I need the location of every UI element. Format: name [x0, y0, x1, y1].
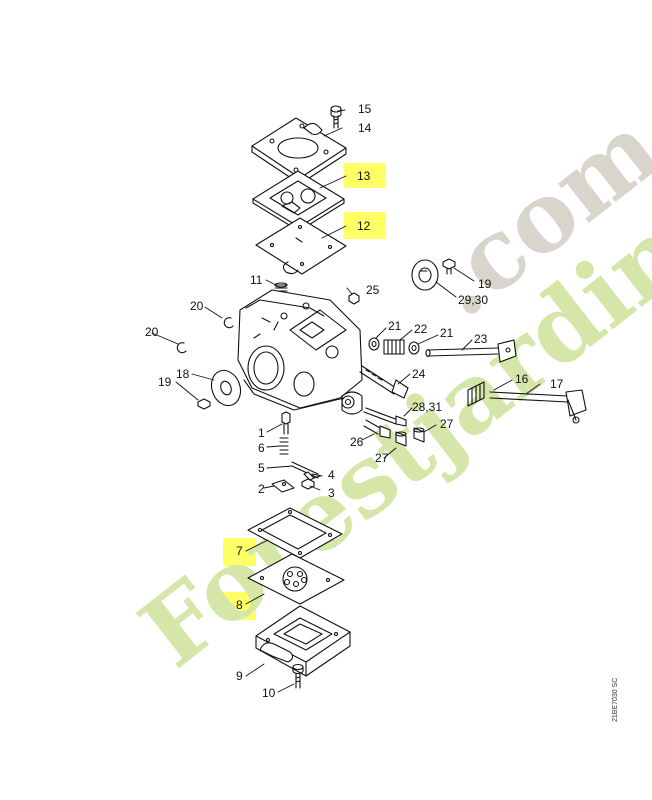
callout-16: 16: [515, 372, 529, 386]
callout-28-31: 28,31: [412, 400, 443, 414]
leader-lines: [151, 109, 541, 693]
callout-14: 14: [358, 121, 372, 135]
part-29-30-plate: [411, 259, 439, 291]
callout-13: 13: [357, 169, 371, 183]
part-20-clip-lower: [176, 342, 187, 354]
callout-7: 7: [236, 544, 243, 558]
part-18-plate: [210, 369, 242, 407]
drawing-code: 21BE7030 SC: [612, 677, 619, 722]
part-21-washer-left: [368, 337, 380, 351]
part-21-washer-right: [408, 341, 420, 355]
callout-21-left: 21: [388, 319, 402, 333]
part-6-spring: [279, 437, 289, 455]
part-1-valve: [281, 411, 291, 435]
callout-20-lower: 20: [145, 325, 159, 339]
callout-19-right: 19: [478, 277, 492, 291]
callout-25: 25: [366, 283, 380, 297]
part-20-clip-upper: [223, 317, 234, 329]
part-25-plug: [348, 292, 360, 305]
callout-11: 11: [250, 273, 263, 287]
callout-19-left: 19: [158, 375, 172, 389]
callout-2: 2: [258, 482, 265, 496]
callout-26: 26: [350, 435, 364, 449]
highlight-7: [223, 538, 256, 566]
callout-22: 22: [414, 322, 428, 336]
part-2-lever: [271, 479, 295, 493]
callout-29-30: 29,30: [458, 293, 489, 307]
callout-3: 3: [328, 486, 335, 500]
callout-17: 17: [550, 377, 564, 391]
part-24-needle: [359, 365, 409, 399]
callout-21-right: 21: [440, 326, 454, 340]
callout-12: 12: [357, 219, 371, 233]
part-4-lever: [303, 471, 321, 481]
part-27-cap-right: [413, 427, 425, 443]
part-27-cap-left: [395, 431, 407, 447]
part-15-screw: [330, 105, 342, 129]
callout-20-upper: 20: [190, 299, 204, 313]
callout-27-left: 27: [375, 451, 389, 465]
callout-24: 24: [412, 367, 426, 381]
part-28-31-needle: [363, 407, 407, 427]
part-17-shaft: [489, 389, 587, 424]
callout-10: 10: [262, 686, 276, 700]
part-22-spring: [383, 339, 405, 355]
part-10-screw: [292, 663, 304, 689]
part-8-diaphragm: [247, 553, 345, 605]
part-5-pin: [291, 461, 319, 479]
callout-18: 18: [176, 367, 190, 381]
part-7-gasket: [247, 507, 343, 559]
callout-23: 23: [474, 332, 488, 346]
part-26-needle: [363, 419, 391, 439]
highlight-13: [344, 163, 386, 188]
part-19-screw-left: [197, 398, 211, 410]
highlight-8: [223, 592, 256, 620]
highlight-12: [344, 212, 386, 239]
callout-27-right: 27: [440, 417, 454, 431]
callout-1: 1: [258, 426, 265, 440]
part-3-screw: [301, 478, 315, 490]
part-19-screw-right: [442, 258, 456, 275]
callout-4: 4: [328, 468, 335, 482]
part-carburetor-body: [237, 289, 363, 415]
callout-8: 8: [236, 598, 243, 612]
part-23-shaft: [425, 339, 517, 363]
callout-6: 6: [258, 441, 265, 455]
callout-9: 9: [236, 669, 243, 683]
callout-5: 5: [258, 461, 265, 475]
callout-15: 15: [358, 102, 372, 116]
part-12-diaphragm: [255, 217, 347, 275]
part-9-pump-cover: [255, 605, 351, 677]
part-16-spring: [467, 381, 485, 407]
